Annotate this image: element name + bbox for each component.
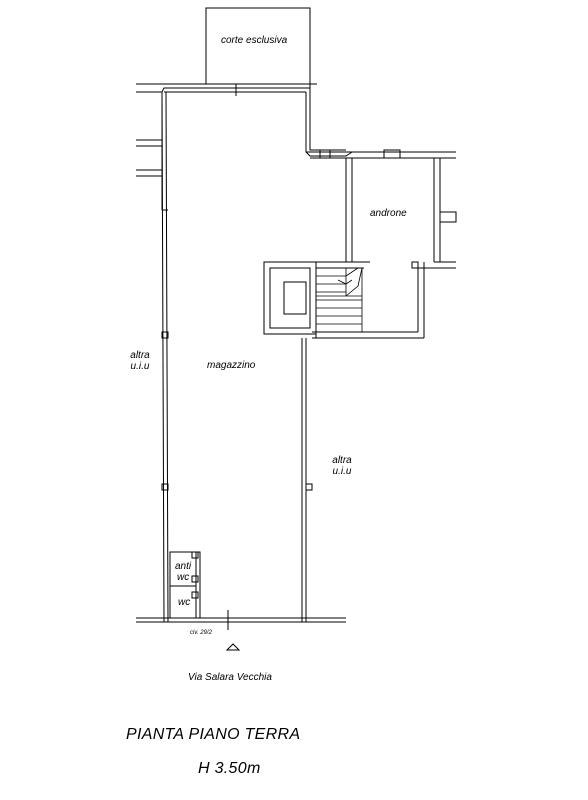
entrance-arrow [225,643,241,651]
altra-left-line1: altra [130,350,150,361]
plan-title: PIANTA PIANO TERRA [126,726,301,743]
west-wall-inner [165,91,169,623]
plan-height: H 3.50m [198,760,261,777]
street-name: Via Salara Vecchia [188,672,272,683]
north-wall [136,84,311,93]
room-label-anti: anti [175,561,192,572]
altra-right-line1: altra [332,455,352,466]
room-label-magazzino: magazzino [207,360,256,371]
room-label-corte: corte esclusiva [221,35,288,46]
altra-left-line2: u.i.u [130,361,150,372]
civic-number: civ. 29/2 [190,630,212,636]
stairwell-outer [263,261,317,335]
altra-right-line2: u.i.u [332,466,352,477]
room-label-wc-upper: wc [177,572,190,583]
stair-treads [316,267,363,332]
room-label-wc-lower: wc [178,597,191,608]
north-east-wall [305,92,353,157]
room-label-altra-left: altra u.i.u [120,350,160,372]
room-label-altra-right: altra u.i.u [322,455,362,477]
room-label-androne: androne [370,208,407,219]
corte-esclusiva-outline [205,7,311,85]
